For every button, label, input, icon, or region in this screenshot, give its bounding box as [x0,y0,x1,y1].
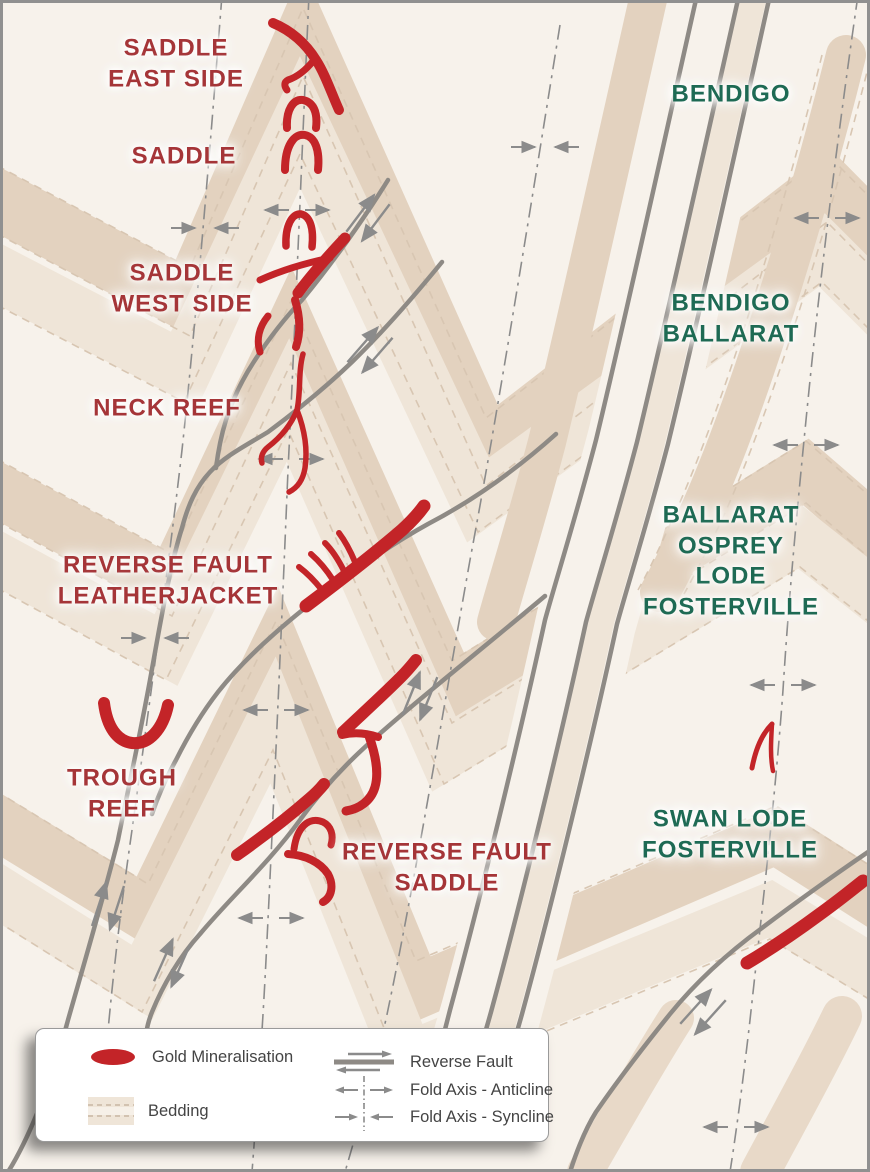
legend-item-gold: Gold Mineralisation [88,1047,293,1067]
main-fault-3 [502,0,772,1075]
legend-syncline-label: Fold Axis - Syncline [410,1107,554,1126]
main-fault-1 [429,0,699,1083]
fold-axis-anticline-icon [335,1076,393,1104]
bedding-icon [88,1097,134,1125]
fault-zone-dashed-edges [637,54,870,595]
label-saddle-east-side: SADDLE EAST SIDE [108,34,244,92]
fold-axis-anticline-2 [729,0,859,1172]
label-reverse-fault-saddle: REVERSE FAULT SADDLE [342,838,552,896]
reef-fault-lens-lower [231,778,330,861]
label-swan-lode-fosterville: SWAN LODE FOSTERVILLE [642,805,818,863]
reef-swan [740,874,870,970]
reef-saddle-west [292,232,351,299]
swan-fault [567,849,870,1172]
label-neck-reef: NECK REEF [93,394,241,422]
legend-item-syncline: Fold Axis - Syncline [332,1102,554,1132]
reef-saddle [282,210,317,251]
main-fault-2 [471,0,741,1073]
legend-item-reverse-fault: Reverse Fault [332,1048,513,1076]
label-saddle-west-side: SADDLE WEST SIDE [111,259,253,317]
label-trough-reef: TROUGH REEF [67,764,177,822]
legend-item-anticline: Fold Axis - Anticline [332,1075,553,1105]
reef-trough [98,697,174,750]
label-saddle: SADDLE [131,142,237,170]
legend-bedding-label: Bedding [148,1101,209,1120]
label-ballarat-osprey-lode-fosterville: BALLARAT OSPREY LODE FOSTERVILLE [643,501,819,621]
fold-axis-arrows [121,140,861,1134]
legend-item-bedding: Bedding [88,1097,209,1125]
legend-reverse-fault-label: Reverse Fault [410,1052,513,1071]
label-reverse-fault-leatherjacket: REVERSE FAULT LEATHERJACKET [57,551,279,609]
reef-fault-lens-upper [337,654,422,738]
reverse-fault-icon [334,1050,394,1074]
faults [5,0,870,1172]
west-fault-long [5,259,445,1172]
reef-leatherjacket [299,499,431,613]
reef-neck [294,351,306,413]
legend-anticline-label: Fold Axis - Anticline [410,1080,554,1099]
gold-mineralisation-shapes [98,18,870,970]
legend-gold-label: Gold Mineralisation [152,1047,294,1066]
label-bendigo: BENDIGO [671,80,791,108]
bedding-bands [0,0,870,1093]
reverse-fault-slip-arrows [90,193,727,1036]
saddle-fault [143,593,548,1038]
gold-mineralisation-icon [91,1049,135,1065]
leatherjacket-fault [149,431,559,817]
legend-box: Gold Mineralisation Bedding Reverse Faul… [35,1028,554,1142]
bedding-dashed-edges [0,6,870,1090]
fold-axis-syncline-icon [335,1103,393,1131]
label-bendigo-ballarat: BENDIGO BALLARAT [662,289,800,347]
